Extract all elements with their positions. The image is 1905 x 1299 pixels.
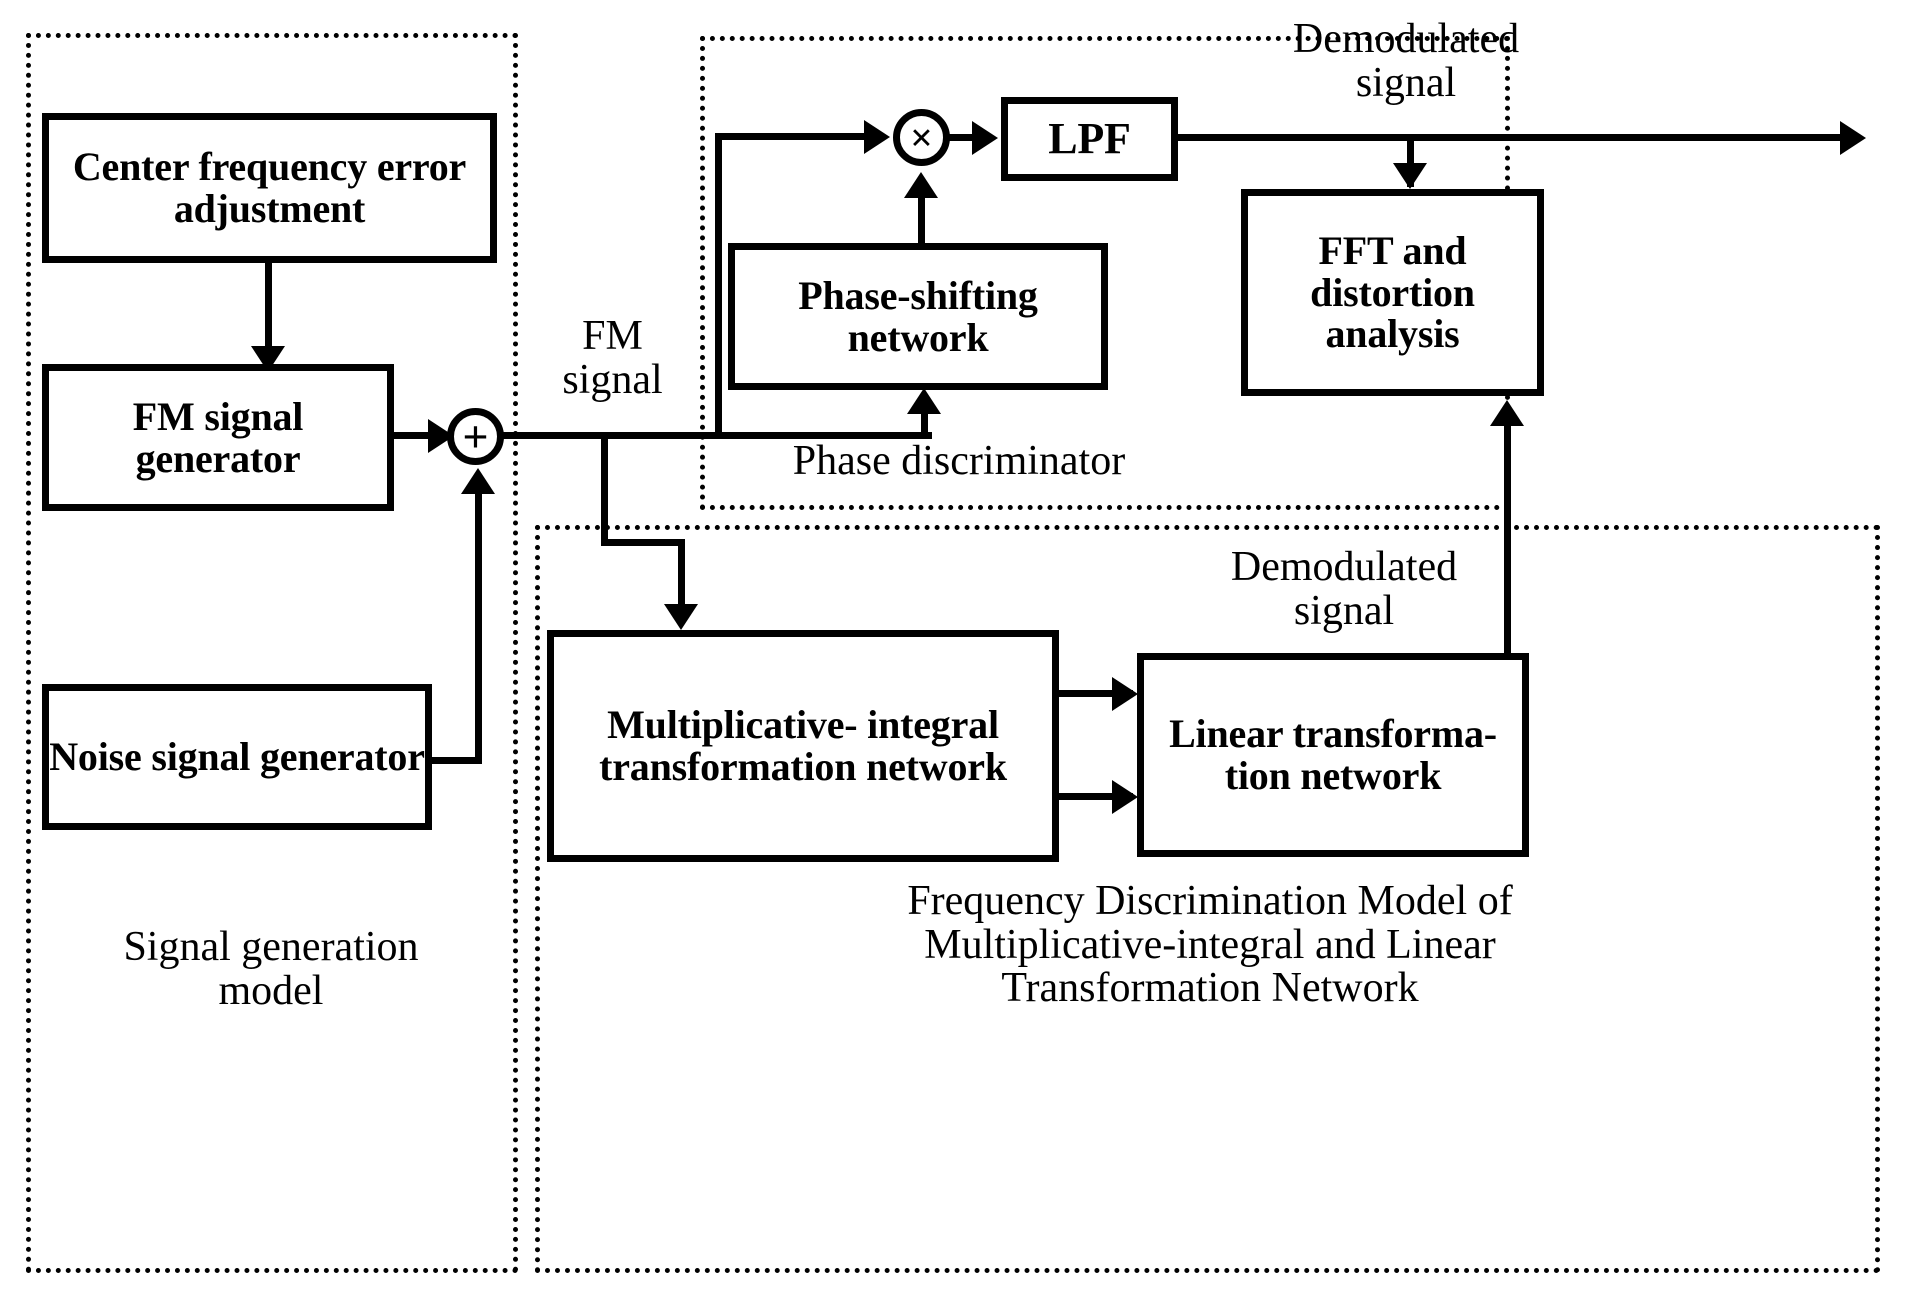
block-noise-signal-generator[interactable]: Noise signal generator [42, 684, 432, 830]
group-caption-phase-discriminator: Phase discriminator [792, 438, 1126, 484]
group-caption-frequency-discrimination-model: Frequency Discrimination Model of Multip… [907, 878, 1513, 1012]
label-demodulated-signal-bottom: Demodulated signal [1230, 544, 1458, 634]
block-phase-shifting-network[interactable]: Phase-shifting network [728, 243, 1108, 390]
wire-centerfreq-to-fmgen [265, 263, 272, 364]
block-center-frequency-error-adjustment[interactable]: Center frequency error adjustment [42, 113, 497, 263]
summing-junction: + [447, 408, 504, 465]
wire-fm-to-phaseshift-input [921, 398, 928, 435]
group-caption-signal-generation-model: Signal generation model [123, 924, 419, 1014]
group-signal-generation-model [26, 33, 518, 1273]
arrowhead-linear-to-fft [1490, 400, 1524, 426]
wire-multiplier-to-lpf [949, 134, 989, 141]
wire-fm-branch-step-right [601, 539, 685, 546]
arrowhead-fm-to-phaseshift [907, 388, 941, 414]
wire-fm-down-to-multintegral [678, 539, 685, 621]
block-lpf[interactable]: LPF [1001, 97, 1178, 181]
wire-fm-branch-up-to-multiplier [715, 133, 722, 435]
wire-noisegen-out [430, 757, 482, 764]
plus-icon: + [462, 410, 489, 462]
wire-lpf-demodulated-out [1176, 134, 1851, 141]
group-frequency-discrimination-model [535, 525, 1880, 1273]
arrowhead-phaseshift-to-multiplier [904, 172, 938, 198]
arrowhead-demodulated-out [1840, 121, 1866, 155]
wire-fmgen-to-adder [393, 432, 455, 439]
arrowhead-multiplier-to-lpf [972, 121, 998, 155]
multiplier-junction: × [893, 109, 950, 166]
arrowhead-multintegral-to-linear-upper [1112, 677, 1138, 711]
block-fft-and-distortion-analysis[interactable]: FFT and distortion analysis [1241, 189, 1544, 396]
wire-fm-branch-down [601, 432, 608, 546]
block-multiplicative-integral-transformation-network[interactable]: Multiplicative- integral transformation … [547, 630, 1059, 862]
arrowhead-multintegral-to-linear-lower [1112, 780, 1138, 814]
arrowhead-demodulated-to-fft [1393, 163, 1427, 189]
wire-phaseshift-to-multiplier [918, 185, 925, 247]
arrowhead-fm-to-multiplier [864, 120, 890, 154]
wire-noise-up-to-adder [475, 486, 482, 764]
multiply-icon: × [910, 114, 933, 160]
wire-multintegral-to-linear-upper [1055, 690, 1133, 697]
label-demodulated-signal-top: Demodulated signal [1292, 16, 1520, 106]
arrowhead-noise-to-adder [461, 468, 495, 494]
wire-fm-signal-bus [503, 432, 932, 439]
wire-demodulated-to-fft [1407, 134, 1414, 187]
block-linear-transformation-network[interactable]: Linear transforma- tion network [1137, 653, 1529, 857]
block-fm-signal-generator[interactable]: FM signal generator [42, 364, 394, 511]
label-fm-signal: FM signal [562, 313, 663, 403]
wire-multintegral-to-linear-lower [1055, 793, 1133, 800]
wire-linear-to-fft [1504, 420, 1511, 654]
wire-fm-to-multiplier-input [715, 133, 879, 140]
arrowhead-fm-to-multintegral [664, 604, 698, 630]
